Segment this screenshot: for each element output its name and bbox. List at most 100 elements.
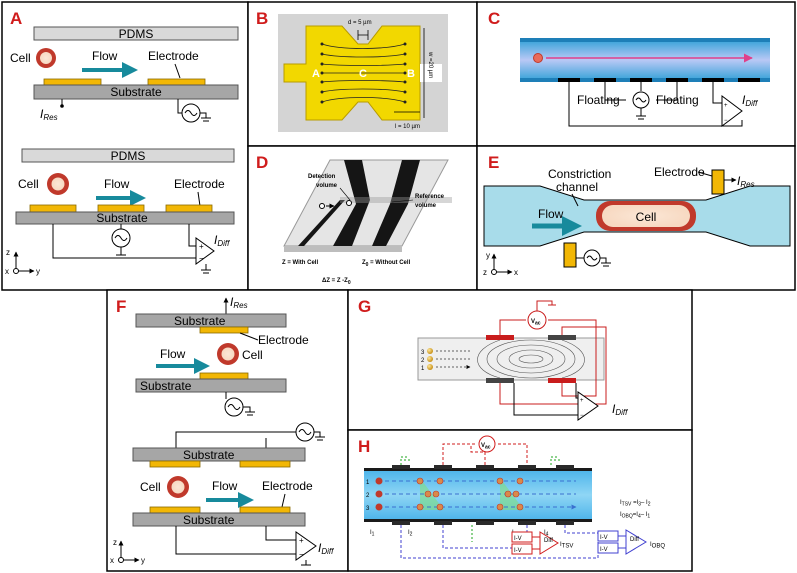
cell-dot	[533, 53, 543, 63]
diff-amplifier-icon-h1	[539, 531, 559, 555]
vac-label-g: Vac	[531, 319, 541, 327]
trajectory-2: 2	[421, 358, 425, 364]
trajectory-3-h: 3	[366, 506, 370, 512]
cell-label-e: Cell	[636, 210, 657, 224]
i-res-label-e: IRes	[737, 174, 755, 189]
panel-a-letter: A	[10, 9, 22, 28]
itsv-output-label: ITSV	[560, 542, 573, 550]
ground-icon	[200, 112, 211, 122]
svg-text:Diff: Diff	[544, 538, 553, 544]
svg-text:+: +	[299, 536, 304, 545]
electrode-label-c: C	[359, 68, 367, 80]
svg-text:z: z	[483, 268, 487, 277]
panel-g-letter: G	[358, 297, 371, 316]
electrode-label-f1: Electrode	[258, 333, 309, 347]
substrate-label-f2: Substrate	[140, 379, 192, 393]
substrate-label-f4: Substrate	[183, 513, 235, 527]
svg-text:−: −	[580, 413, 584, 419]
cell-label-f2: Cell	[140, 480, 161, 494]
diff-amplifier-icon	[195, 237, 215, 265]
flow-label-e: Flow	[538, 207, 564, 221]
i4-label: I4	[544, 530, 549, 538]
vac-source-icon-h	[478, 435, 496, 453]
svg-text:x: x	[514, 268, 518, 277]
panel-h-letter: H	[358, 437, 370, 456]
cell-label-2: Cell	[18, 177, 39, 191]
substrate-label-f1: Substrate	[174, 314, 226, 328]
vac-label-h: Vac	[481, 443, 491, 451]
axis-gizmo-f: z x y	[110, 538, 145, 565]
svg-text:y: y	[141, 556, 145, 565]
delta-z-label: ΔZ = Z -Z0	[322, 278, 351, 286]
diff-amplifier-icon-h2	[625, 529, 647, 555]
trajectory-3: 3	[421, 350, 425, 356]
svg-text:x: x	[5, 267, 9, 276]
svg-text:y: y	[36, 267, 40, 276]
microchannel-h	[364, 470, 592, 520]
panel-h: H 1 2 3 Vac I1 I2 I3	[358, 435, 665, 559]
i-diff-label-g: IDiff	[612, 402, 628, 417]
dimension-d: d = 5 µm	[348, 20, 372, 26]
field-lines-g	[477, 339, 585, 379]
iv-converter-2: I-V	[514, 548, 522, 554]
panel-e-letter: E	[488, 153, 499, 172]
substrate-label-2: Substrate	[96, 211, 148, 225]
panel-g: G 3 2 1 Vac + − IDiff	[358, 297, 628, 421]
panel-a: A PDMS Cell Flow Electrode Substrate IRe…	[5, 9, 239, 276]
electrode-label-a: A	[312, 68, 320, 80]
substrate-label-f3: Substrate	[183, 448, 235, 462]
diff-amplifier-icon-g	[577, 391, 599, 421]
equation-itsv: ITSV =I3– I2	[620, 500, 651, 508]
svg-text:y: y	[486, 251, 490, 260]
electrode-bottom-e	[563, 242, 577, 268]
svg-text:+: +	[580, 398, 584, 404]
axis-gizmo-e: y z x	[483, 251, 518, 277]
i-res-label: IRes	[40, 107, 58, 122]
cell-label-f: Cell	[242, 348, 263, 362]
z0-without-cell-label: Z0 = Without Cell	[362, 260, 411, 268]
pdms-label: PDMS	[119, 27, 154, 41]
iobq-output-label: IOBQ	[650, 542, 665, 550]
pdms-layer-2	[21, 148, 235, 163]
flow-label-f2: Flow	[212, 479, 238, 493]
svg-text:z: z	[6, 248, 10, 257]
electrode-left	[43, 78, 102, 86]
electrode-label-b: B	[407, 68, 415, 80]
panel-c-letter: C	[488, 9, 500, 28]
svg-text:Diff: Diff	[630, 537, 639, 543]
axis-gizmo-a: z x y	[5, 248, 40, 276]
dimension-l: l = 10 µm	[395, 124, 420, 130]
electrode-label-f2: Electrode	[262, 479, 313, 493]
pdms-label-2: PDMS	[111, 149, 146, 163]
i2-label: I2	[408, 530, 413, 538]
iv-converter-3: I-V	[600, 535, 608, 541]
substrate-label: Substrate	[110, 85, 162, 99]
floating-left-label: Floating	[577, 93, 620, 107]
panel-f: F IRes Substrate Electrode Cell Flow Sub…	[110, 295, 334, 566]
substrate-bottom-f	[135, 378, 287, 393]
panel-a-frame	[1, 1, 249, 291]
svg-text:z: z	[113, 538, 117, 547]
trajectory-2-h: 2	[366, 493, 370, 499]
diff-amplifier-icon-c	[721, 95, 743, 127]
i-diff-label: IDiff	[214, 233, 230, 248]
dimension-w: w =20 µm	[427, 51, 433, 78]
equation-iobq: IOBQ=I4– I1	[620, 512, 650, 520]
svg-text:+: +	[724, 103, 728, 109]
i-res-label-f: IRes	[230, 295, 248, 310]
electrode-left-d	[333, 160, 370, 246]
electrode-right-d	[372, 160, 420, 246]
panel-c: C Floating Floating + − IDiff	[488, 9, 770, 127]
iv-converter-4: I-V	[600, 547, 608, 553]
diff-amplifier-icon-f	[295, 531, 317, 561]
panel-b-letter: B	[256, 9, 268, 28]
pdms-layer	[33, 26, 239, 41]
flow-label: Flow	[92, 49, 118, 63]
substrate-layer	[33, 84, 239, 100]
field-lines	[321, 43, 406, 103]
i-diff-label-c: IDiff	[742, 93, 758, 108]
